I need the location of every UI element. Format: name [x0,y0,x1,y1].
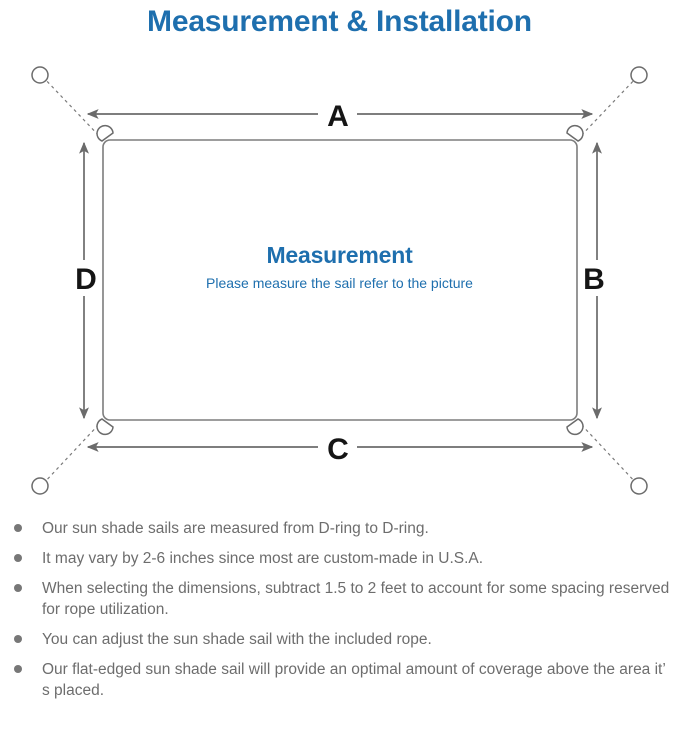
note-text: Our flat-edged sun shade sail will provi… [42,661,666,699]
rope-bottom-right [576,419,639,486]
diagram-center-heading: Measurement [266,242,413,268]
bullet-icon [14,635,22,643]
d-ring-top-left [96,124,114,142]
measurement-diagram: A B C D Measurement Please measure the s… [0,44,679,514]
anchor-ring-bottom-right [630,477,648,495]
d-ring-top-right [566,124,584,142]
bullet-icon [14,554,22,562]
sail-body [102,139,578,421]
anchor-ring-bottom-left [31,477,49,495]
note-text: Our sun shade sails are measured from D-… [42,520,429,537]
anchor-ring-top-left [31,66,49,84]
note-text: You can adjust the sun shade sail with t… [42,631,432,648]
note-item: When selecting the dimensions, subtract … [12,578,679,620]
anchor-ring-top-right [630,66,648,84]
bullet-icon [14,584,22,592]
rope-top-left [41,75,104,141]
rope-top-right [576,75,639,141]
page-title: Measurement & Installation [147,5,532,38]
note-text: When selecting the dimensions, subtract … [42,580,670,618]
note-item: Our flat-edged sun shade sail will provi… [12,659,679,701]
diagram-center-subtext: Please measure the sail refer to the pic… [206,275,473,291]
measurement-diagram-svg: A B C D [31,66,648,495]
notes-list: Our sun shade sails are measured from D-… [0,518,679,710]
d-ring-bottom-left [96,418,114,436]
note-item: It may vary by 2-6 inches since most are… [12,548,679,569]
note-item: Our sun shade sails are measured from D-… [12,518,679,539]
dimension-label-a: A [327,100,349,133]
note-item: You can adjust the sun shade sail with t… [12,629,679,650]
note-text: It may vary by 2-6 inches since most are… [42,550,484,567]
dimension-label-c: C [327,433,349,466]
bullet-icon [14,524,22,532]
bullet-icon [14,665,22,673]
d-ring-bottom-right [566,418,584,436]
rope-bottom-left [41,419,104,486]
dimension-label-d: D [75,263,97,296]
dimension-label-b: B [583,263,605,296]
